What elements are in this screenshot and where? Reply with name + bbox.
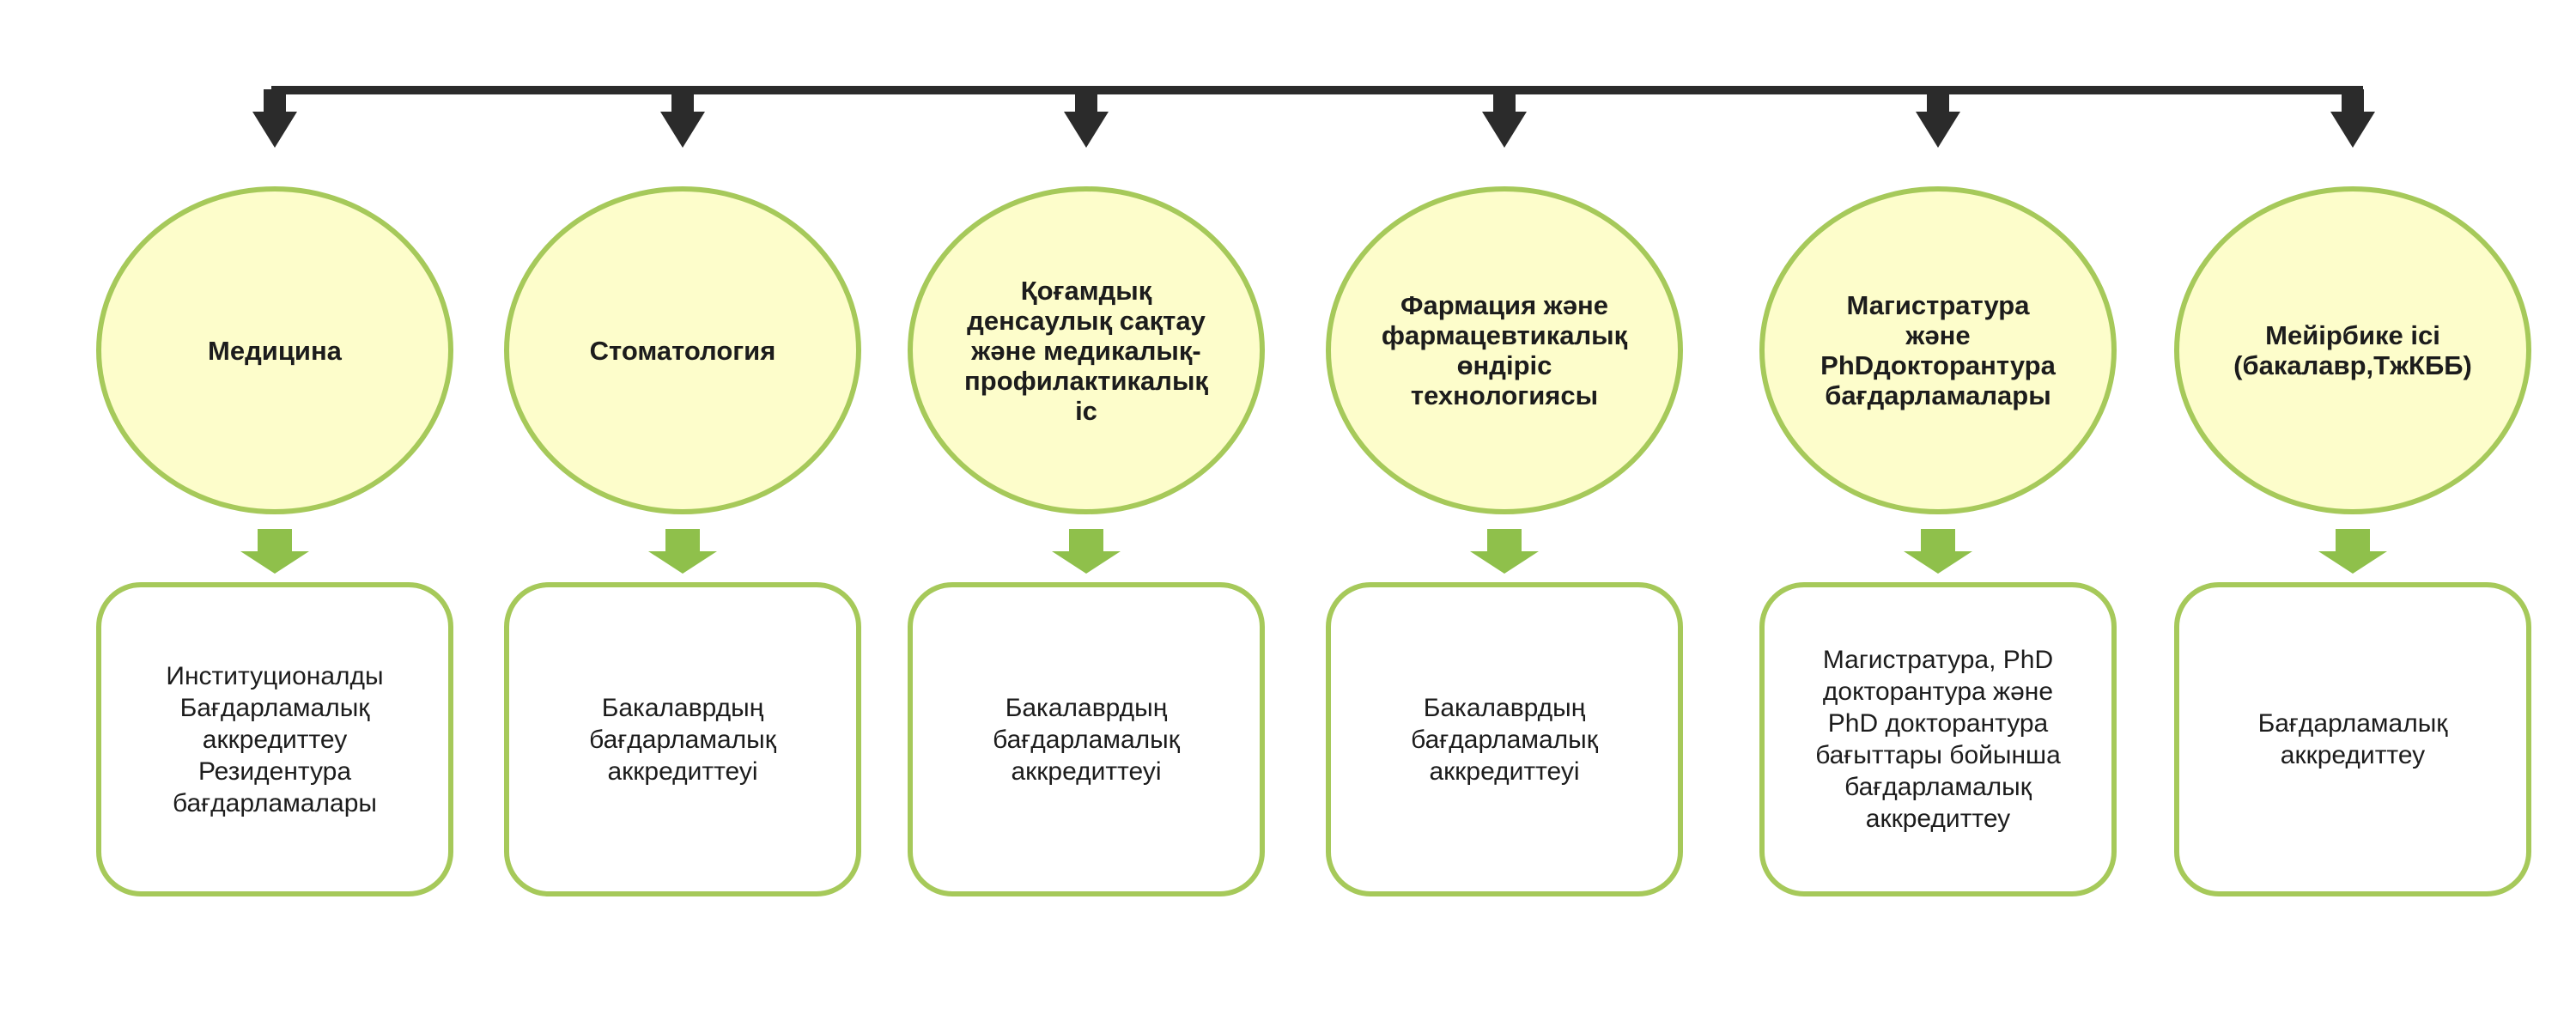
box-label-medicine: Институционалды Бағдарламалық аккредитте… — [166, 661, 384, 817]
box-label-masters-phd: Магистратура, PhD докторантура және PhD … — [1815, 646, 2061, 833]
connector-arrow-nursing — [2330, 89, 2375, 148]
top-connector-bar — [271, 86, 2363, 94]
down-arrow-pharmacy — [1470, 529, 1539, 574]
circle-label-nursing: Мейірбике ісі (бакалавр,ТжКББ) — [2233, 320, 2472, 380]
circle-label-medicine: Медицина — [208, 335, 342, 366]
box-pharmacy: Бакалаврдың бағдарламалық аккредиттеуі — [1326, 582, 1683, 896]
box-label-public-health: Бакалаврдың бағдарламалық аккредиттеуі — [993, 693, 1180, 786]
circle-label-public-health: Қоғамдық денсаулық сақтау және медикалық… — [964, 275, 1208, 426]
box-nursing: Бағдарламалық аккредиттеу — [2174, 582, 2531, 896]
circle-public-health: Қоғамдық денсаулық сақтау және медикалық… — [908, 186, 1265, 514]
connector-arrow-public-health — [1064, 89, 1109, 148]
circle-label-pharmacy: Фармация және фармацевтикалық өндіріс те… — [1381, 290, 1628, 410]
connector-arrow-masters-phd — [1916, 89, 1960, 148]
box-public-health: Бакалаврдың бағдарламалық аккредиттеуі — [908, 582, 1265, 896]
connector-arrow-medicine — [252, 89, 297, 148]
circle-label-masters-phd: Магистратура және PhDдокторантура бағдар… — [1820, 290, 2056, 410]
box-label-nursing: Бағдарламалық аккредиттеу — [2257, 709, 2448, 769]
circle-nursing: Мейірбике ісі (бакалавр,ТжКББ) — [2174, 186, 2531, 514]
down-arrow-public-health — [1052, 529, 1121, 574]
box-label-pharmacy: Бакалаврдың бағдарламалық аккредиттеуі — [1411, 693, 1598, 786]
circle-pharmacy: Фармация және фармацевтикалық өндіріс те… — [1326, 186, 1683, 514]
connector-arrow-pharmacy — [1482, 89, 1527, 148]
down-arrow-nursing — [2318, 529, 2387, 574]
down-arrow-medicine — [240, 529, 309, 574]
box-dentistry: Бакалаврдың бағдарламалық аккредиттеуі — [504, 582, 861, 896]
down-arrow-dentistry — [648, 529, 717, 574]
box-masters-phd: Магистратура, PhD докторантура және PhD … — [1759, 582, 2117, 896]
down-arrow-masters-phd — [1904, 529, 1972, 574]
circle-label-dentistry: Стоматология — [589, 335, 776, 366]
connector-arrow-dentistry — [660, 89, 705, 148]
circle-dentistry: Стоматология — [504, 186, 861, 514]
circle-medicine: Медицина — [96, 186, 453, 514]
circle-masters-phd: Магистратура және PhDдокторантура бағдар… — [1759, 186, 2117, 514]
box-medicine: Институционалды Бағдарламалық аккредитте… — [96, 582, 453, 896]
box-label-dentistry: Бакалаврдың бағдарламалық аккредиттеуі — [589, 693, 776, 786]
